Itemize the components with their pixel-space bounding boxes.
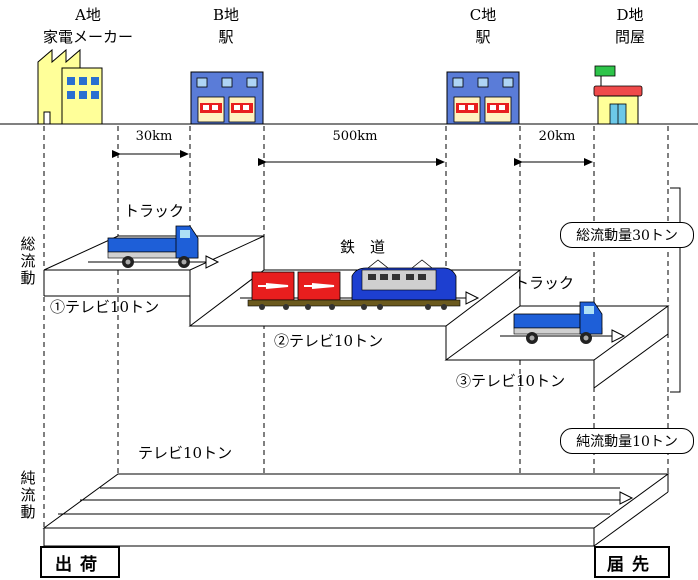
truck-2-icon [513, 301, 603, 344]
shop-icon [593, 65, 643, 125]
segment-2-label: ②テレビ10トン [274, 332, 384, 350]
truck-2-label: トラック [514, 274, 575, 292]
gross-flow-side-label: 総流動 [20, 235, 36, 287]
destination-box: 届先 [594, 546, 670, 578]
truck-1-icon [107, 225, 199, 268]
location-d-name: D地 [616, 6, 644, 24]
location-b-name: B地 [212, 6, 240, 24]
location-b-desc: 駅 [218, 28, 234, 46]
gross-total-badge: 総流動量30トン [560, 222, 694, 248]
net-flow-bar [42, 473, 670, 547]
location-c-desc: 駅 [475, 28, 491, 46]
rail-label: 鉄 道 [340, 238, 386, 256]
net-flow-label: テレビ10トン [138, 444, 233, 462]
location-c-name: C地 [469, 6, 497, 24]
station-c-icon [446, 71, 520, 125]
segment-3-label: ③テレビ10トン [456, 372, 566, 390]
location-a-name: A地 [75, 6, 101, 24]
net-total-badge: 純流動量10トン [560, 428, 694, 454]
distance-ab-label: 30km [135, 129, 173, 144]
segment-1-label: ①テレビ10トン [50, 298, 160, 316]
distance-cd-label: 20km [538, 129, 576, 144]
factory-icon [37, 48, 103, 125]
distance-arrows [112, 150, 593, 166]
total-bracket [670, 187, 681, 393]
station-b-icon [190, 71, 264, 125]
distance-bc-label: 500km [332, 129, 378, 144]
train-icon [247, 259, 461, 310]
location-a-desc: 家電メーカー [42, 28, 134, 46]
net-flow-side-label: 純流動 [20, 469, 36, 521]
origin-box: 出荷 [40, 546, 120, 578]
location-d-desc: 問屋 [614, 28, 646, 46]
truck-1-label: トラック [124, 202, 185, 220]
